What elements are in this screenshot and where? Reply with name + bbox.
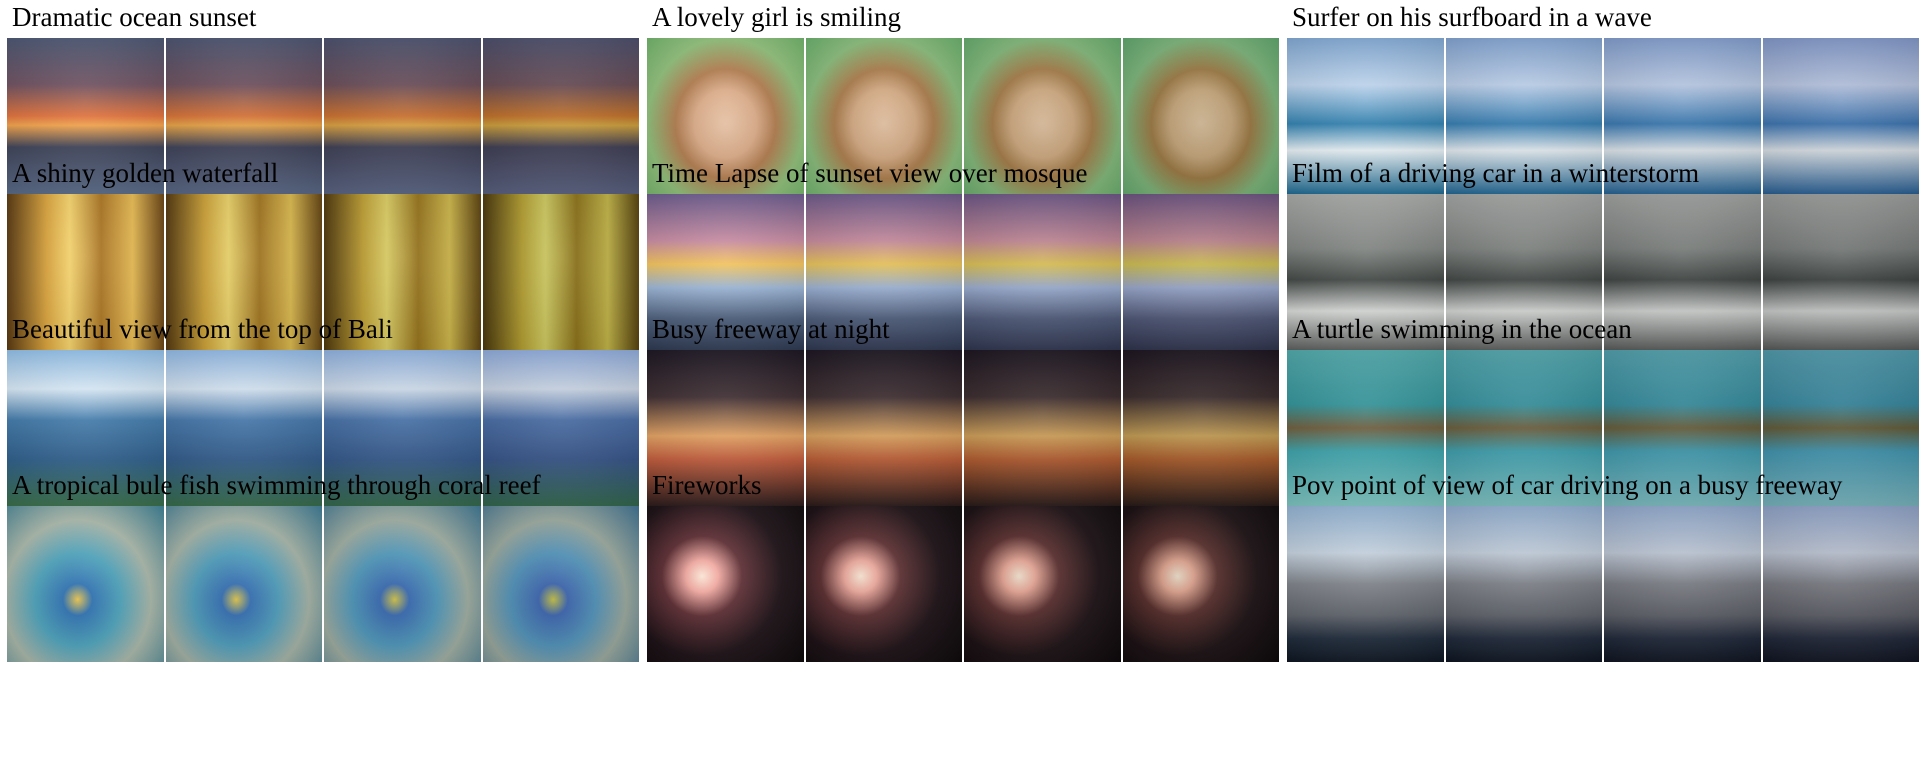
video-frame [1445, 194, 1602, 350]
cell-caption: A shiny golden waterfall [12, 158, 279, 188]
video-frame [482, 350, 639, 506]
video-frame [7, 38, 164, 194]
video-frame [1762, 506, 1919, 662]
frame-strip [1287, 506, 1919, 662]
frame-strip [647, 38, 1279, 194]
video-frame [805, 506, 962, 662]
video-frame [324, 38, 481, 194]
video-frame [1287, 38, 1444, 194]
grid-cell: Time Lapse of sunset view over mosque [647, 158, 1279, 352]
grid-cell: Pov point of view of car driving on a bu… [1287, 470, 1919, 664]
video-frame [482, 506, 639, 662]
cell-caption: Pov point of view of car driving on a bu… [1292, 470, 1843, 500]
video-frame [805, 194, 962, 350]
video-frame [7, 506, 164, 662]
video-frame [165, 38, 322, 194]
video-frame [805, 38, 962, 194]
video-frame [1122, 350, 1279, 506]
cell-caption: Film of a driving car in a winterstorm [1292, 158, 1700, 188]
video-frame [647, 350, 804, 506]
video-frame [7, 350, 164, 506]
grid-cell: Beautiful view from the top of Bali [7, 314, 639, 508]
cell-caption: A lovely girl is smiling [652, 2, 902, 32]
cell-caption: Dramatic ocean sunset [12, 2, 257, 32]
grid-cell: A tropical bule fish swimming through co… [7, 470, 639, 664]
grid-cell: A shiny golden waterfall [7, 158, 639, 352]
cell-caption: Time Lapse of sunset view over mosque [652, 158, 1088, 188]
frame-strip [647, 506, 1279, 662]
frame-strip [7, 506, 639, 662]
video-frame [1122, 506, 1279, 662]
frame-strip [7, 38, 639, 194]
video-frame [165, 350, 322, 506]
video-frame [805, 350, 962, 506]
video-frame [165, 194, 322, 350]
video-frame [1445, 506, 1602, 662]
frame-strip [647, 350, 1279, 506]
video-frame [1122, 194, 1279, 350]
video-frame [647, 506, 804, 662]
video-frame [1445, 350, 1602, 506]
video-frame [964, 194, 1121, 350]
cell-caption: A tropical bule fish swimming through co… [12, 470, 541, 500]
video-frame [1604, 506, 1761, 662]
grid-cell: Surfer on his surfboard in a wave [1287, 2, 1919, 196]
video-frame [1122, 38, 1279, 194]
video-frame [964, 350, 1121, 506]
frame-strip [7, 350, 639, 506]
video-frame [324, 506, 481, 662]
video-frame [1445, 38, 1602, 194]
video-frame [1287, 194, 1444, 350]
cell-caption: Beautiful view from the top of Bali [12, 314, 393, 344]
video-frame [165, 506, 322, 662]
video-frame [324, 194, 481, 350]
video-frame [1287, 350, 1444, 506]
frame-strip [1287, 38, 1919, 194]
video-frame [964, 506, 1121, 662]
video-frame [647, 194, 804, 350]
video-frame [1762, 38, 1919, 194]
video-frame [7, 194, 164, 350]
video-frame [1604, 350, 1761, 506]
video-frame [1604, 194, 1761, 350]
grid-cell: A lovely girl is smiling [647, 2, 1279, 196]
grid-cell: Dramatic ocean sunset [7, 2, 639, 196]
video-frame [1762, 194, 1919, 350]
cell-caption: Surfer on his surfboard in a wave [1292, 2, 1652, 32]
video-frame [1762, 350, 1919, 506]
video-frame [1287, 506, 1444, 662]
video-frame [482, 38, 639, 194]
frame-strip [1287, 194, 1919, 350]
frame-strip [1287, 350, 1919, 506]
cell-caption: Fireworks [652, 470, 762, 500]
grid-cell: Film of a driving car in a winterstorm [1287, 158, 1919, 352]
grid-cell: Busy freeway at night [647, 314, 1279, 508]
frame-strip [7, 194, 639, 350]
frame-strip [647, 194, 1279, 350]
video-frame [647, 38, 804, 194]
video-frame [482, 194, 639, 350]
cell-caption: A turtle swimming in the ocean [1292, 314, 1632, 344]
video-frame [324, 350, 481, 506]
grid-cell: Fireworks [647, 470, 1279, 664]
video-frame [1604, 38, 1761, 194]
cell-caption: Busy freeway at night [652, 314, 890, 344]
grid-cell: A turtle swimming in the ocean [1287, 314, 1919, 508]
video-frame [964, 38, 1121, 194]
